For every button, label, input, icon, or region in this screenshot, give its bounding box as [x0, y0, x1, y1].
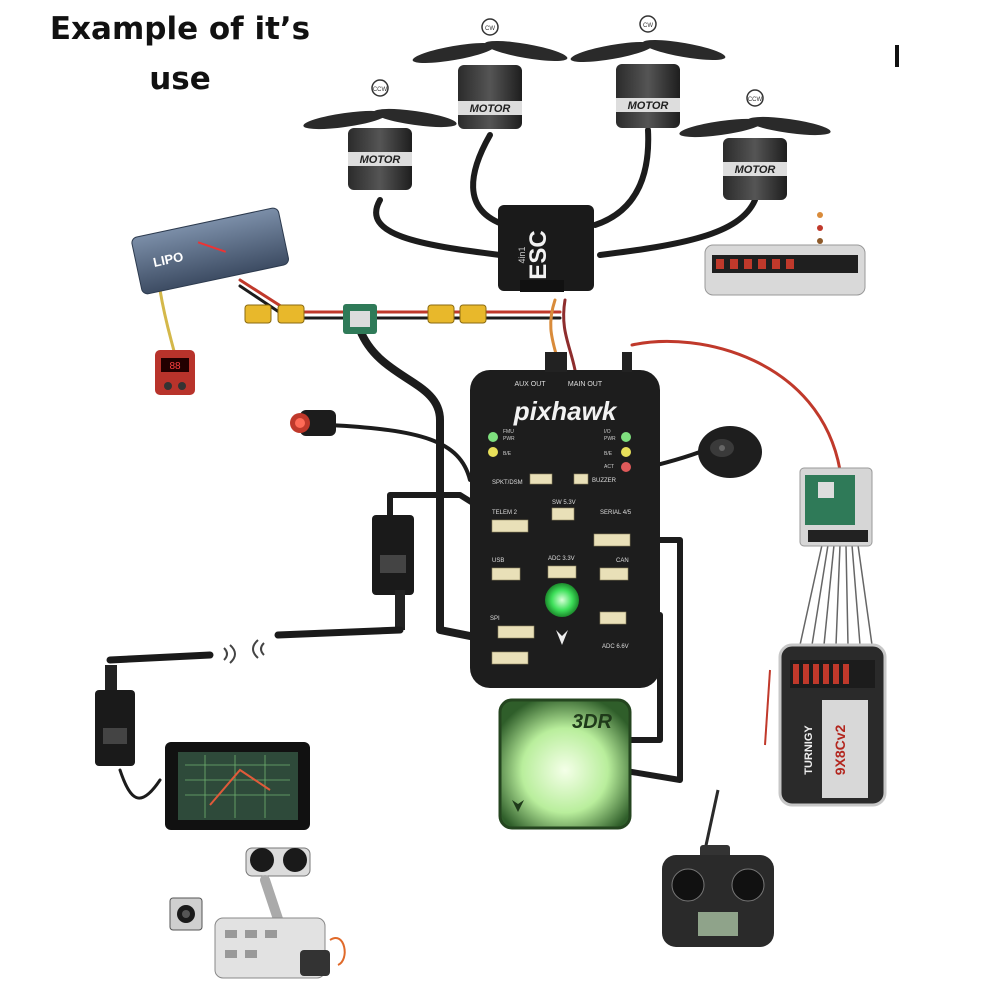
- port-telem-2: TELEM 2: [492, 510, 518, 516]
- pixhawk-led-pwr-right: PWR: [604, 436, 616, 442]
- motor-2-label: MOTOR: [470, 103, 511, 115]
- motor-3-cable: [592, 127, 652, 228]
- motor-4: CCW MOTOR: [679, 89, 831, 200]
- motor-4-label: MOTOR: [735, 164, 776, 176]
- power-module-icon: [343, 304, 377, 334]
- motor-icon: [458, 65, 522, 129]
- pixhawk-main-out-label: MAIN OUT: [568, 381, 603, 388]
- ground-telemetry-radio-icon: [95, 651, 214, 766]
- safety-switch-cable: [328, 423, 542, 487]
- esc-sub: 4in1: [517, 246, 527, 263]
- xt60-connector-icon: [244, 304, 487, 324]
- receiver-ribbon: [799, 544, 873, 646]
- esc-label: ESC: [525, 230, 552, 279]
- battery-icon: LIPO: [131, 207, 289, 295]
- receiver-antenna: [764, 669, 771, 746]
- rc-receiver-icon: TURNIGY 9X8Cv2: [764, 643, 887, 807]
- esc-icon: ESC 4in1: [498, 205, 594, 292]
- motor-4-spin: CCW: [748, 97, 763, 103]
- motor-2-spin: CW: [485, 26, 495, 32]
- propeller-icon: [570, 41, 654, 63]
- motor-2-cable: [470, 132, 508, 228]
- wireless-signal-icon: [223, 639, 265, 664]
- heading-line-2: use: [149, 61, 211, 97]
- tablet-usb-cable: [118, 768, 162, 800]
- motor-1-label: MOTOR: [360, 154, 401, 166]
- motor-4-cable: [597, 197, 758, 258]
- power-module-cable: [356, 326, 494, 644]
- receiver-model: 9X8Cv2: [832, 724, 848, 775]
- pixhawk-safety-led: [545, 583, 579, 617]
- safety-switch-icon: [290, 410, 336, 436]
- camera-icon: [169, 897, 203, 931]
- motor-3-spin: CW: [643, 23, 653, 29]
- port-adc-6v6: ADC 6.6V: [602, 644, 629, 650]
- battery-checker-icon: 88: [155, 350, 195, 395]
- receiver-brand: TURNIGY: [803, 725, 815, 775]
- pixhawk-led-pwr-left: PWR: [503, 436, 515, 442]
- port-can: CAN: [616, 558, 629, 564]
- port-spkt-dsm: SPKT/DSM: [492, 480, 523, 486]
- pixhawk-led-act: ACT: [604, 464, 614, 470]
- rc-transmitter-icon: [662, 789, 774, 947]
- motor-3-label: MOTOR: [628, 100, 669, 112]
- pixhawk-logo: pixhawk: [513, 396, 618, 426]
- ppm-encoder-icon: [799, 467, 873, 547]
- buzzer-icon: [698, 426, 762, 478]
- motor-1: CCW MOTOR: [303, 79, 457, 190]
- motor-2: CW MOTOR: [412, 18, 568, 129]
- battery-label: LIPO: [152, 249, 185, 270]
- antenna-icon: [274, 626, 404, 639]
- heading-line-1: Example of it’s: [49, 11, 311, 47]
- propeller-icon: [303, 110, 387, 130]
- port-adc-3v3: ADC 3.3V: [548, 556, 575, 562]
- motor-3: CW MOTOR: [570, 15, 726, 128]
- motor-1-spin: CCW: [373, 87, 388, 93]
- balance-lead: [158, 288, 177, 357]
- ppm-cable: [630, 339, 842, 472]
- tablet-icon: [165, 742, 310, 830]
- telemetry-radio-icon: [274, 515, 414, 639]
- port-spi: SPI: [490, 616, 500, 622]
- diagram-heading: Example of it’s use: [20, 4, 340, 104]
- port-usb: USB: [492, 558, 504, 564]
- gps-label: 3DR: [572, 711, 613, 733]
- propeller-icon: [412, 42, 496, 64]
- pixhawk-led-be-right: B/E: [604, 451, 613, 457]
- gps-cable: [617, 537, 683, 783]
- pixhawk-aux-out-label: AUX OUT: [514, 381, 546, 388]
- servo-rail-icon: [704, 212, 866, 296]
- propeller-icon: [679, 118, 763, 138]
- port-buzzer: BUZZER: [592, 478, 617, 484]
- port-sw-5v: SW 5.3V: [552, 500, 576, 506]
- gps-module-icon: 3DR: [498, 698, 632, 830]
- esc-signal-cable-2: [562, 298, 577, 372]
- edge-mark: [895, 45, 899, 67]
- port-serial-4-5: SERIAL 4/5: [600, 510, 632, 516]
- cable-bundle: [118, 127, 873, 800]
- pixhawk-led-fmu: FMU: [503, 429, 514, 435]
- pixhawk-led-be-left: B/E: [503, 451, 512, 457]
- svg-text:88: 88: [169, 361, 181, 372]
- pixhawk-board-icon: AUX OUT MAIN OUT pixhawk FMU PWR B/E I/O…: [470, 352, 660, 688]
- gimbal-icon: [214, 847, 346, 979]
- pixhawk-led-io: I/O: [604, 429, 611, 435]
- motor-1-cable: [373, 197, 503, 258]
- motor-icon: [616, 64, 680, 128]
